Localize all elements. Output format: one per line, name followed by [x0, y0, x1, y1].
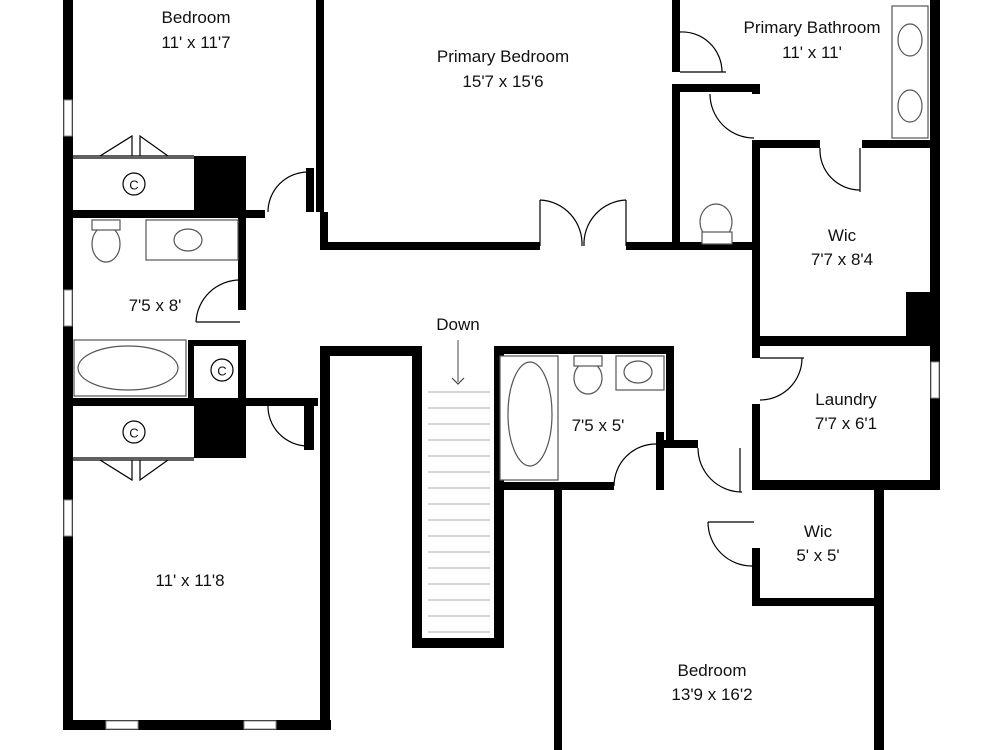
- room-name: Bedroom: [162, 8, 231, 27]
- room-name: Wic: [804, 522, 833, 541]
- room-dimensions: 5' x 5': [796, 546, 839, 565]
- closet-marker: C: [122, 420, 146, 444]
- room-name: Bedroom: [678, 661, 747, 680]
- room-dimensions: 11' x 11'8: [155, 571, 224, 590]
- room-dimensions: 7'5 x 5': [572, 416, 625, 435]
- room-dimensions: 7'7 x 8'4: [811, 250, 873, 269]
- stairs-direction: Down: [436, 315, 479, 334]
- walls: [63, 0, 940, 750]
- room-dimensions: 7'5 x 8': [129, 296, 182, 315]
- room-name: Laundry: [815, 390, 877, 409]
- room-dimensions: 11' x 11': [782, 43, 842, 62]
- room-name: Wic: [828, 226, 857, 245]
- svg-text:C: C: [129, 178, 138, 193]
- fixtures: [73, 5, 929, 481]
- room-dimensions: 13'9 x 16'2: [671, 685, 752, 704]
- closet-marker: C: [210, 358, 234, 382]
- room-dimensions: 11' x 11'7: [161, 33, 230, 52]
- room-name: Primary Bathroom: [744, 18, 881, 37]
- thin-lines: [73, 31, 861, 567]
- room-name: Primary Bedroom: [437, 47, 569, 66]
- room-dimensions: 15'7 x 15'6: [462, 72, 543, 91]
- closet-marker: C: [122, 172, 146, 196]
- room-dimensions: 7'7 x 6'1: [815, 414, 877, 433]
- windows: [63, 99, 940, 730]
- svg-text:C: C: [129, 426, 138, 441]
- svg-text:C: C: [217, 364, 226, 379]
- staircase: [422, 340, 494, 638]
